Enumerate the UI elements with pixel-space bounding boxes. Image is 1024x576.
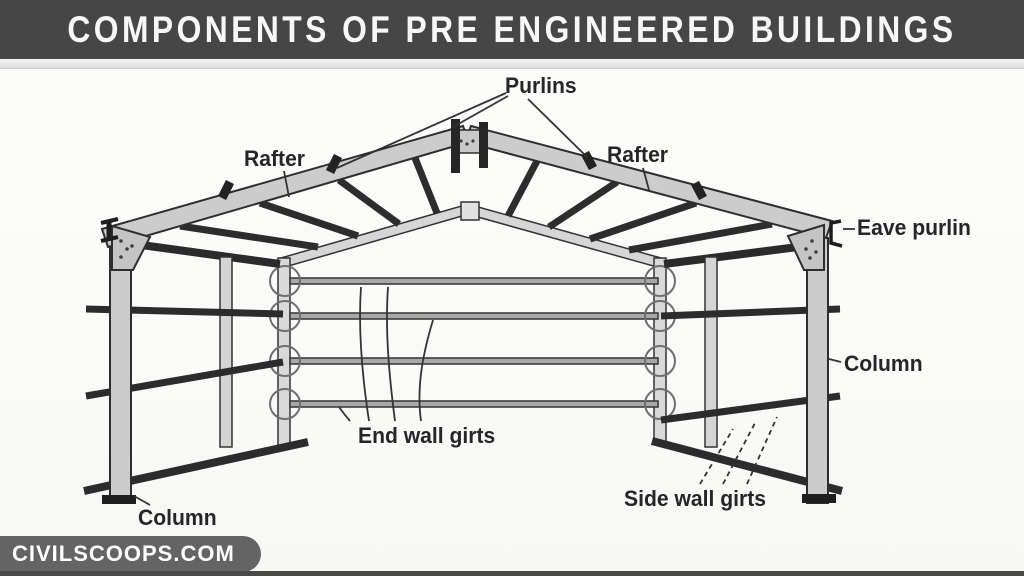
leader-end-girts-4	[418, 319, 434, 422]
watermark-badge: CIVILSCOOPS.COM	[0, 536, 261, 572]
bottom-strip	[0, 571, 1024, 576]
end-wall-girts-group	[269, 265, 676, 420]
label-rafter-right: Rafter	[607, 142, 669, 167]
leader-end-girts-3	[386, 286, 396, 422]
header-bar: COMPONENTS OF PRE ENGINEERED BUILDINGS	[0, 0, 1024, 59]
leader-purlins-1	[336, 92, 507, 169]
leader-column-left	[133, 495, 151, 506]
front-column-left	[109, 239, 132, 504]
watermark-site-text: CIVILSCOOPS.COM	[12, 541, 235, 566]
leader-side-girts-3	[746, 416, 778, 485]
leader-side-girts-1	[699, 428, 734, 485]
eave-purlin-bracket-right	[829, 219, 843, 248]
label-column-right: Column	[844, 351, 923, 376]
bolt-dots	[119, 139, 818, 260]
end-wall-girt	[289, 357, 659, 365]
leader-column-right	[828, 358, 842, 363]
leader-purlins-3	[527, 98, 588, 158]
label-rafter-left: Rafter	[244, 146, 306, 171]
label-side-wall-girts: Side wall girts	[624, 486, 767, 511]
column-base-left	[102, 495, 136, 504]
rear-frame	[277, 201, 667, 447]
leader-end-girts-1	[338, 406, 351, 422]
end-wall-girt	[289, 277, 659, 285]
girt-connection-circles	[269, 265, 676, 420]
ridge-purlin	[479, 122, 488, 168]
front-column-right	[806, 237, 829, 504]
eave-strut-right	[663, 243, 799, 268]
column-base-right	[802, 494, 836, 503]
end-wall-girt	[289, 312, 659, 320]
eave-purlin-end-left	[100, 217, 119, 243]
roof-purlins	[179, 156, 773, 254]
haunch-gusset-left	[111, 224, 152, 271]
leader-lines	[133, 92, 855, 506]
leader-purlins-2	[452, 95, 509, 128]
leader-rafter-right	[642, 167, 650, 191]
leader-rafter-left	[283, 170, 290, 198]
label-end-wall-girts: End wall girts	[358, 423, 496, 448]
rear-rafter-left	[279, 204, 471, 268]
eave-strut-left	[133, 240, 281, 268]
page-title: COMPONENTS OF PRE ENGINEERED BUILDINGS	[67, 8, 957, 50]
leader-side-girts-2	[722, 422, 756, 485]
side-wall-post-left	[219, 256, 233, 448]
side-wall-girts-group	[83, 305, 844, 495]
label-eave-purlin: Eave purlin	[857, 215, 971, 240]
rear-ridge-plate	[460, 201, 480, 221]
ridge-purlin	[451, 119, 460, 173]
label-purlins: Purlins	[505, 73, 577, 98]
end-wall-girt	[289, 400, 659, 408]
eave-struts	[133, 240, 799, 268]
header-divider	[0, 59, 1024, 69]
label-column-left: Column	[138, 505, 217, 530]
side-wall-post-right	[704, 256, 718, 448]
leader-end-girts-2	[359, 286, 370, 422]
